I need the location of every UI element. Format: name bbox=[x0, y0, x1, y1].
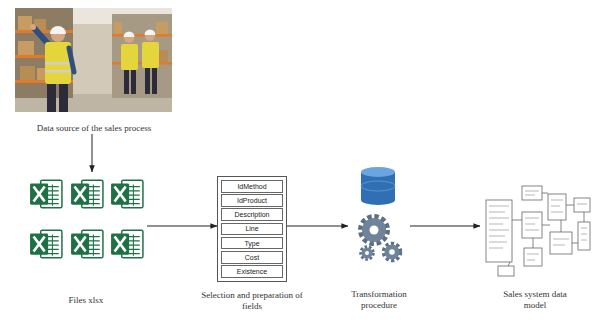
warehouse-photo bbox=[15, 8, 172, 112]
data-model-icon-part bbox=[498, 266, 514, 276]
excel-file-icons-part bbox=[71, 230, 103, 258]
warehouse-photo-part bbox=[145, 30, 156, 36]
field-cell: IdProduct bbox=[221, 194, 283, 207]
excel-file-icons-part bbox=[111, 230, 143, 258]
database-icon bbox=[361, 167, 395, 205]
warehouse-photo-part bbox=[30, 24, 36, 30]
data-model-icon bbox=[486, 186, 590, 276]
field-name: Existence bbox=[237, 268, 267, 275]
warehouse-photo-part bbox=[142, 42, 159, 68]
data-model-icon-part bbox=[574, 198, 590, 212]
data-model-icon-part bbox=[486, 200, 512, 262]
warehouse-photo-part bbox=[50, 26, 66, 34]
gears-icon-part bbox=[365, 251, 369, 255]
process-stage: Sales system data model bbox=[480, 182, 590, 311]
field-name: Type bbox=[244, 240, 259, 247]
gears-icon-part bbox=[389, 249, 395, 255]
warehouse-photo-part bbox=[69, 48, 74, 72]
field-name: Line bbox=[245, 225, 258, 232]
warehouse-photo-part bbox=[124, 68, 129, 94]
excel-file-icons-part bbox=[30, 230, 62, 258]
stage-caption: Files xlsx bbox=[31, 295, 141, 306]
warehouse-photo-part bbox=[59, 82, 68, 112]
process-stage: Data source of the sales process bbox=[15, 8, 173, 134]
stage-caption: Sales system data model bbox=[496, 289, 574, 311]
data-model-icon-part bbox=[489, 191, 587, 260]
stage-caption: Data source of the sales process bbox=[19, 123, 169, 134]
gears-icon-part bbox=[362, 218, 386, 242]
flow-arrow bbox=[147, 226, 217, 227]
warehouse-photo-part bbox=[20, 66, 35, 80]
data-model-icon-part bbox=[522, 186, 542, 200]
flow-arrow bbox=[287, 226, 348, 227]
gears-icon-part bbox=[361, 217, 387, 243]
field-cell: Description bbox=[221, 208, 283, 221]
excel-file-icons-part bbox=[71, 180, 103, 208]
database-icon-part bbox=[361, 181, 395, 191]
warehouse-photo-part bbox=[145, 66, 150, 94]
stage-caption: Selection and preparation of fields bbox=[198, 290, 306, 312]
warehouse-photo-part bbox=[124, 32, 135, 37]
field-cell: Line bbox=[221, 223, 283, 236]
warehouse-photo-part bbox=[121, 44, 138, 70]
excel-file-icons-part bbox=[111, 180, 143, 208]
warehouse-photo-part bbox=[114, 22, 122, 34]
warehouse-photo-part bbox=[112, 14, 172, 98]
flow-arrow bbox=[410, 226, 480, 227]
data-model-icon-part bbox=[578, 222, 590, 250]
gears-icon-part bbox=[370, 226, 379, 235]
excel-file-icons-part bbox=[30, 180, 62, 208]
gears-icon-part bbox=[385, 245, 400, 260]
data-model-icon-part bbox=[550, 232, 572, 254]
gears-icon bbox=[361, 217, 400, 260]
warehouse-photo-part bbox=[45, 62, 71, 65]
gears-icon-part bbox=[362, 248, 373, 259]
process-stage: Selection and preparation of fieldsIdMet… bbox=[217, 176, 287, 312]
warehouse-photo-part bbox=[152, 66, 157, 94]
excel-file-icons bbox=[30, 180, 143, 258]
data-model-icon-part bbox=[548, 194, 566, 220]
warehouse-photo-part bbox=[47, 82, 56, 112]
warehouse-photo-part bbox=[18, 16, 32, 30]
field-cell: IdMethod bbox=[221, 180, 283, 193]
process-stage: Files xlsx bbox=[25, 172, 147, 306]
warehouse-photo-part bbox=[15, 8, 172, 112]
warehouse-photo-part bbox=[112, 34, 172, 37]
warehouse-photo-part bbox=[131, 68, 136, 94]
database-icon-part bbox=[361, 167, 395, 177]
gears-icon-part bbox=[361, 247, 373, 259]
process-stage: Transformation procedure bbox=[348, 165, 410, 311]
field-cell: Existence bbox=[221, 265, 283, 278]
warehouse-photo-part bbox=[18, 41, 34, 55]
field-name: IdProduct bbox=[237, 197, 267, 204]
gears-icon-part bbox=[384, 244, 400, 260]
flow-arrow bbox=[92, 134, 93, 172]
field-name: Description bbox=[234, 211, 269, 218]
warehouse-photo-part bbox=[156, 22, 168, 34]
stage-caption: Transformation procedure bbox=[344, 289, 414, 311]
field-name: IdMethod bbox=[237, 183, 266, 190]
field-cell: Type bbox=[221, 237, 283, 250]
field-name: Cost bbox=[245, 254, 259, 261]
field-cell: Cost bbox=[221, 251, 283, 264]
data-model-icon-part bbox=[508, 193, 584, 266]
data-model-icon-part bbox=[524, 248, 542, 266]
warehouse-photo-part bbox=[45, 70, 71, 73]
data-model-icon-part bbox=[522, 212, 542, 238]
